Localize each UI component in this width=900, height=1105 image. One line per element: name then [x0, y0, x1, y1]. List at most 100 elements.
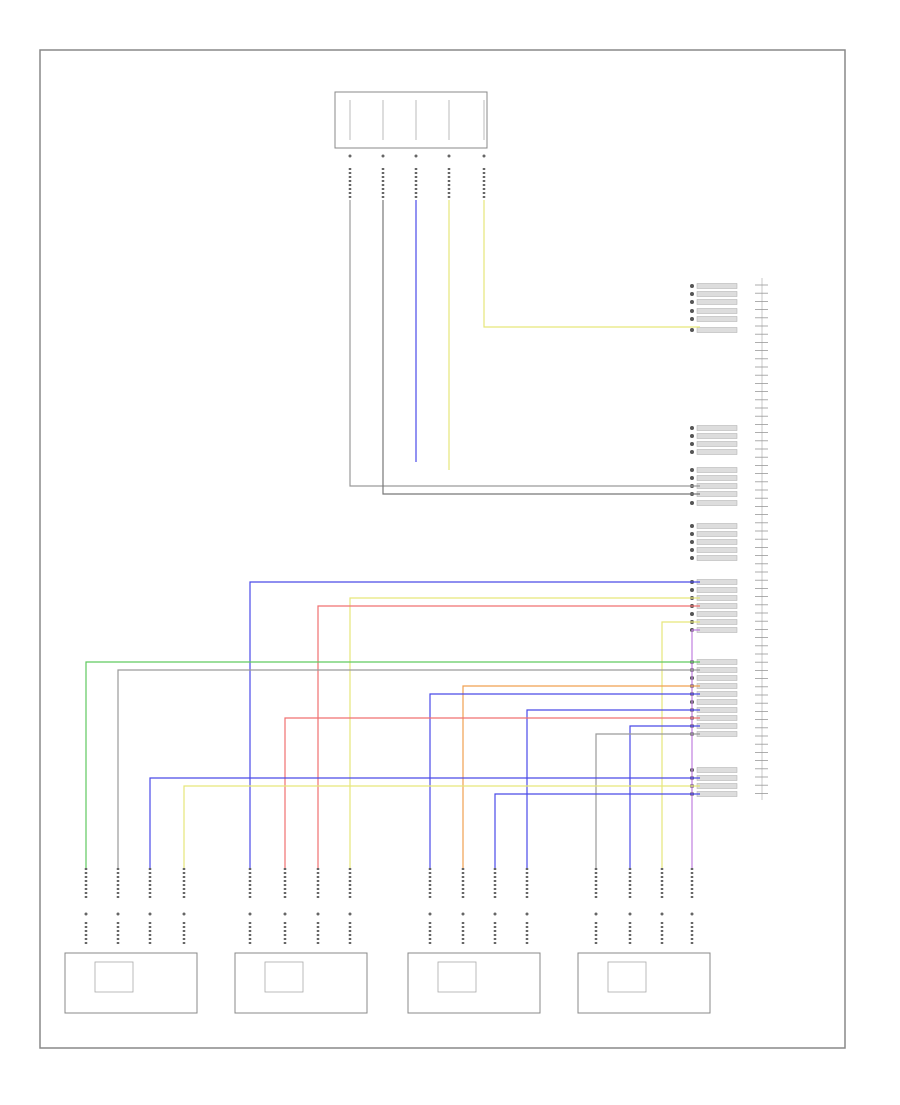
- bottom-pin-dot: [628, 912, 632, 916]
- connector-terminal-dot: [690, 328, 694, 332]
- bottom-component-inner: [94, 961, 134, 993]
- connector-terminal: [696, 467, 738, 473]
- connector-terminal: [696, 441, 738, 447]
- connector-terminal-dot: [690, 434, 694, 438]
- bottom-pin-dot: [116, 912, 120, 916]
- bottom-pin-dot: [182, 912, 186, 916]
- wire-yellow-5: [183, 785, 700, 868]
- bottom-component-2: [234, 868, 368, 1014]
- connector-terminal-dot: [690, 317, 694, 321]
- wire-gray-3: [117, 669, 700, 868]
- bottom-pin-dot: [283, 912, 287, 916]
- connector-terminal-dot: [690, 426, 694, 430]
- top-pin-dot: [348, 154, 352, 158]
- connector-terminal-dot: [690, 284, 694, 288]
- wire-red-1: [317, 605, 700, 868]
- connector-terminal-dot: [690, 292, 694, 296]
- wire-blue-4: [629, 725, 700, 868]
- connector-terminal: [696, 791, 738, 797]
- bottom-component-4: [577, 868, 711, 1014]
- wire-blue-6: [494, 793, 700, 868]
- connector-terminal-dot: [690, 556, 694, 560]
- connector-terminal: [696, 555, 738, 561]
- bottom-pin-dot: [493, 912, 497, 916]
- bottom-component-1: [64, 868, 198, 1014]
- wire-violet-1: [691, 629, 700, 868]
- bottom-pin-dot: [248, 912, 252, 916]
- bottom-component-body: [234, 952, 368, 1014]
- connector-terminal: [696, 723, 738, 729]
- connector-terminal-dot: [690, 524, 694, 528]
- connector-terminal: [696, 491, 738, 497]
- connector-terminal: [696, 299, 738, 305]
- wire-gray-4: [595, 733, 700, 868]
- connector-terminal: [696, 531, 738, 537]
- bottom-pin-dot: [594, 912, 598, 916]
- diagram-frame: [39, 49, 846, 1049]
- bottom-component-body: [64, 952, 198, 1014]
- connector-terminal: [696, 731, 738, 737]
- bottom-pin-dot: [660, 912, 664, 916]
- connector-terminal: [696, 316, 738, 322]
- connector-terminal: [696, 611, 738, 617]
- connector-terminal-dot: [690, 532, 694, 536]
- connector-terminal: [696, 587, 738, 593]
- top-component: [334, 91, 488, 200]
- connector-terminal-dot: [690, 476, 694, 480]
- wire-blue-3: [526, 709, 700, 868]
- bottom-component-body: [577, 952, 711, 1014]
- connector-terminal: [696, 500, 738, 506]
- connector-terminal-dot: [690, 300, 694, 304]
- bottom-component-body: [407, 952, 541, 1014]
- connector-terminal: [696, 775, 738, 781]
- bottom-pin-dot: [84, 912, 88, 916]
- top-pin-dot: [447, 154, 451, 158]
- connector-terminal: [696, 595, 738, 601]
- connector-terminal-dot: [690, 468, 694, 472]
- connector-terminal: [696, 627, 738, 633]
- top-pin-dot: [381, 154, 385, 158]
- wire-orange-1: [462, 685, 700, 868]
- top-component-body: [334, 91, 488, 149]
- wire-blue-1: [249, 581, 700, 868]
- connector-terminal: [696, 433, 738, 439]
- connector-terminal: [696, 675, 738, 681]
- top-pin-dot: [414, 154, 418, 158]
- connector-terminal-dot: [690, 612, 694, 616]
- wire-yellow-2: [483, 200, 700, 328]
- connector-terminal: [696, 425, 738, 431]
- connector-terminal: [696, 699, 738, 705]
- connector-terminal-dot: [690, 309, 694, 313]
- connector-terminal-dot: [690, 588, 694, 592]
- top-component-pins: [348, 100, 486, 200]
- top-pin-dot: [482, 154, 486, 158]
- connector-terminal: [696, 449, 738, 455]
- connector-terminal-dot: [690, 548, 694, 552]
- connector-terminal: [696, 767, 738, 773]
- bottom-component-inner: [607, 961, 647, 993]
- connector-terminal: [696, 667, 738, 673]
- connector-terminal-dot: [690, 450, 694, 454]
- bottom-components: [64, 868, 711, 1014]
- connector-terminal: [696, 603, 738, 609]
- bottom-component-3: [407, 868, 541, 1014]
- wire-red-2: [284, 717, 700, 868]
- connector-terminal: [696, 283, 738, 289]
- bottom-pin-dot: [148, 912, 152, 916]
- connector-terminal: [696, 523, 738, 529]
- connector-terminal: [696, 715, 738, 721]
- connector-terminal: [696, 539, 738, 545]
- connector-terminal: [696, 308, 738, 314]
- connector-terminal: [696, 327, 738, 333]
- bottom-pin-dot: [690, 912, 694, 916]
- bottom-pin-dot: [348, 912, 352, 916]
- bottom-pin-dot: [461, 912, 465, 916]
- connector-block: [690, 278, 768, 800]
- bottom-pin-dot: [525, 912, 529, 916]
- connector-terminal: [696, 783, 738, 789]
- wire-yellow-3: [349, 597, 700, 868]
- wire-gray-1: [349, 200, 700, 487]
- connector-terminal: [696, 475, 738, 481]
